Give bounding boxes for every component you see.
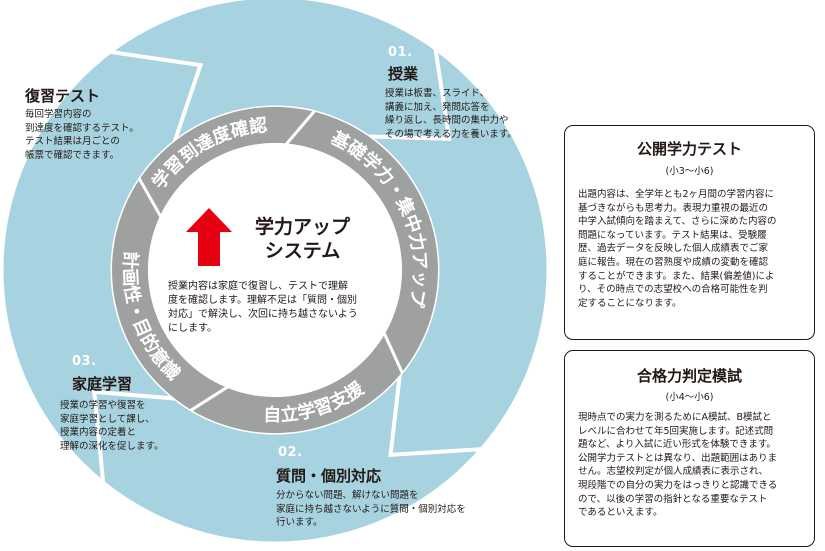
outer-divider-2	[92, 389, 175, 490]
middle-ring-dividers	[137, 109, 404, 412]
middle-divider-0	[284, 109, 316, 146]
step-text-questions: 分からない問題、解けない問題を 家庭に持ち越さないように質問・個別対応を 行いま…	[276, 490, 466, 528]
up-arrow-icon	[186, 208, 232, 266]
step-title-lesson: 授業	[388, 65, 419, 83]
center-text: 授業内容は家庭で復習し、テストで理解 度を確認します。理解不足は「質問・個別 対…	[168, 281, 358, 334]
public-test-box: 公開学力テスト (小3〜小6) 出題内容は、全学年とも2ヶ月間の学習内容に 基づ…	[564, 125, 815, 340]
step-number-03: 03.	[72, 354, 97, 369]
middle-divider-1	[382, 332, 404, 374]
middle-divider-3	[137, 177, 163, 218]
step-title-questions: 質問・個別対応	[276, 467, 382, 485]
center-disc	[148, 143, 402, 397]
center-title: 学力アップ システム	[255, 216, 351, 262]
step-title-home-study: 家庭学習	[72, 375, 133, 393]
step-title-review-test: 復習テスト	[25, 87, 101, 105]
step-number-01: 01.	[388, 45, 413, 60]
mock-exam-box: 合格力判定模試 (小4〜小6) 現時点での実力を測るためにA模試、B模試と レベ…	[564, 350, 815, 547]
middle-divider-2	[189, 385, 229, 412]
outer-divider-0	[368, 41, 452, 141]
outer-ring-dividers	[92, 41, 489, 490]
step-number-02: 02.	[278, 445, 303, 460]
outer-divider-1	[388, 374, 489, 458]
public-test-text: 出題内容は、全学年とも2ヶ月間の学習内容に 基づきながらも思考力。表現力重視の最…	[578, 189, 777, 309]
outer-divider-3	[103, 48, 204, 143]
step-text-home-study: 授業の学習や復習を 家庭学習として課し、 授業内容の定着と 理解の深化を促します…	[60, 400, 164, 452]
public-test-title: 公開学力テスト	[636, 140, 742, 158]
step-text-lesson: 授業は板書、スライド、 講義に加え、発問応答を 繰り返し、長時間の集中力や その…	[385, 88, 517, 140]
cycle-diagram: 基礎学力・集中力アップ 自立学習支援 計画性・目的意識 学習到達度確認	[0, 0, 550, 545]
mock-exam-subtitle: (小4〜小6)	[665, 392, 714, 403]
public-test-subtitle: (小3〜小6)	[665, 166, 714, 177]
mock-exam-title: 合格力判定模試	[636, 367, 742, 385]
mock-exam-text: 現時点での実力を測るためにA模試、B模試と レベルに合わせて年5回実施します。記…	[578, 412, 778, 519]
step-number-04: 04.	[25, 63, 50, 78]
step-text-review-test: 毎回学習内容の 到達度を確認するテスト。 テスト結果は月ごとの 帳票で確認できま…	[25, 109, 139, 161]
